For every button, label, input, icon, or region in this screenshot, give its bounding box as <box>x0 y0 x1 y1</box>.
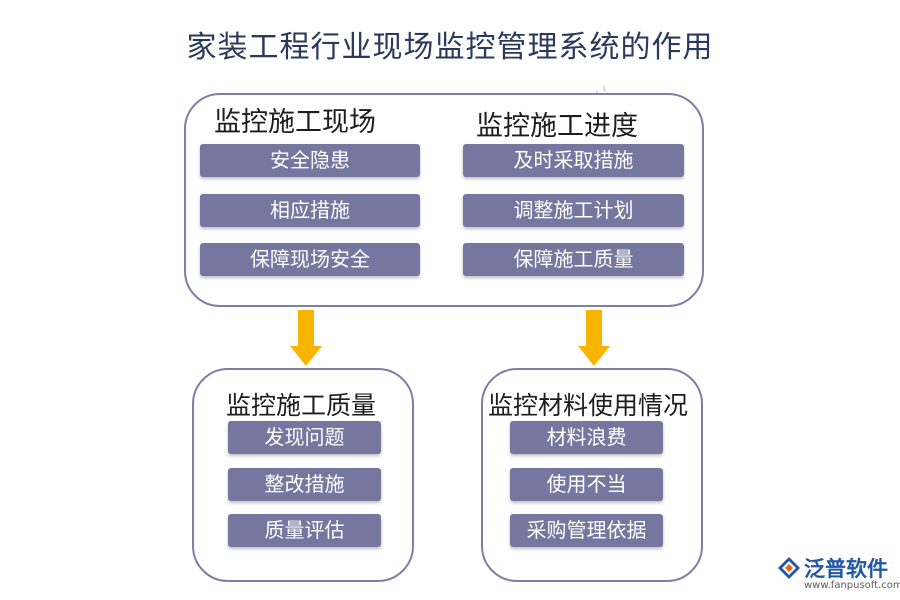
item-material-waste: 材料浪费 <box>510 421 663 454</box>
item-procurement-basis: 采购管理依据 <box>510 514 663 547</box>
heading-material-monitoring: 监控材料使用情况 <box>488 391 689 420</box>
item-rectify-measures: 整改措施 <box>228 468 381 501</box>
item-find-problems: 发现问题 <box>228 421 381 454</box>
item-timely-measures: 及时采取措施 <box>463 144 684 177</box>
brand-icon <box>778 557 800 579</box>
item-quality-assessment: 质量评估 <box>228 514 381 547</box>
brand-name: 泛普软件 <box>804 557 888 581</box>
item-ensure-quality: 保障施工质量 <box>463 243 684 276</box>
heading-quality-monitoring: 监控施工质量 <box>226 391 377 420</box>
item-ensure-site-safety: 保障现场安全 <box>200 243 420 276</box>
item-safety-hazards: 安全隐患 <box>200 144 420 177</box>
item-adjust-plan: 调整施工计划 <box>463 194 684 227</box>
heading-site-monitoring: 监控施工现场 <box>214 107 376 138</box>
brand-url: www.fanpusoft.com <box>804 580 900 591</box>
diagram-title: 家装工程行业现场监控管理系统的作用 <box>186 30 714 65</box>
arrow-down-right <box>578 310 610 366</box>
arrow-down-left <box>290 310 322 366</box>
item-corresponding-measures: 相应措施 <box>200 194 420 227</box>
item-improper-use: 使用不当 <box>510 468 663 501</box>
brand-logo: 泛普软件 www.fanpusoft.com <box>776 553 900 595</box>
heading-progress-monitoring: 监控施工进度 <box>476 111 638 142</box>
